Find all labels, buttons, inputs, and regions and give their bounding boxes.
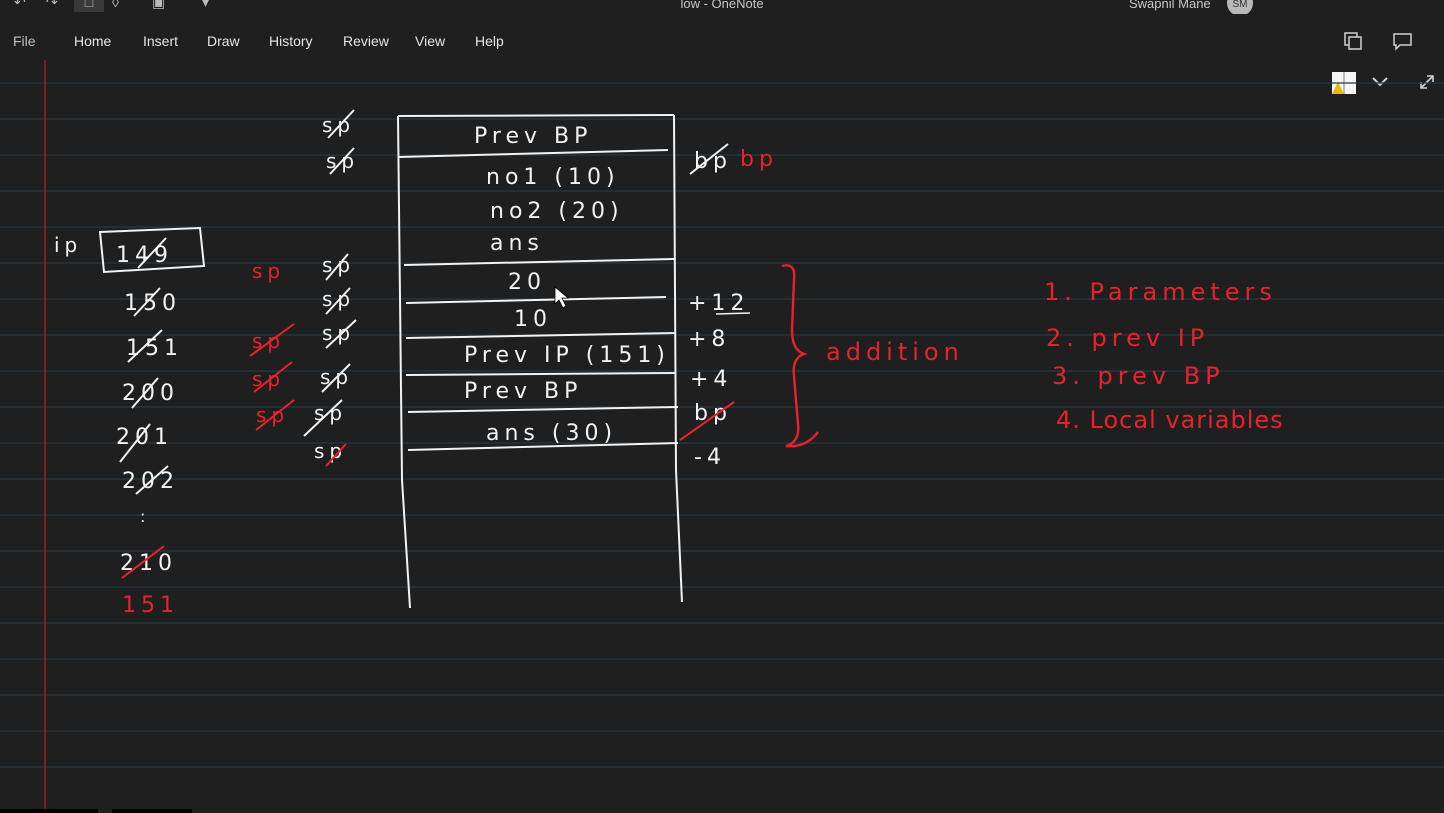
ip-value: 202 — [122, 469, 179, 494]
ip-value: 149 — [116, 243, 173, 268]
ribbon-tabs: File Home Insert Draw History Review Vie… — [0, 24, 1444, 58]
stack-row: Prev IP (151) — [464, 343, 670, 368]
cursor-icon — [554, 286, 570, 309]
ip-value: 200 — [122, 381, 179, 406]
sp-label: sp — [252, 329, 285, 353]
stack-row: Prev BP — [464, 379, 582, 404]
tab-review[interactable]: Review — [343, 33, 389, 49]
order-item: 1. Parameters — [1044, 278, 1277, 306]
chevron-down-icon[interactable] — [1370, 74, 1390, 90]
dock-icon[interactable]: □ — [74, 0, 104, 12]
order-item: 3. prev BP — [1052, 362, 1225, 390]
ip-box — [98, 226, 206, 274]
sp-label: sp — [322, 113, 355, 137]
user-name[interactable]: Swapnil Mane — [1129, 0, 1211, 11]
title-bar: ↶ ↷ □ ◊ ▣ ▾ low - OneNote Swapnil Mane S… — [0, 0, 1444, 14]
tab-draw[interactable]: Draw — [207, 33, 240, 49]
strike — [127, 329, 163, 363]
sp-label: sp — [256, 403, 289, 427]
strike — [137, 237, 167, 269]
undo-icon[interactable]: ↶ — [14, 0, 26, 10]
fullscreen-icon[interactable] — [1417, 72, 1437, 92]
stack-row: ans (30) — [486, 421, 617, 446]
order-item: 2. prev IP — [1046, 324, 1209, 352]
offset-underline — [715, 312, 751, 315]
delete-icon[interactable]: ▣ — [152, 0, 166, 10]
tab-insert[interactable]: Insert — [143, 33, 179, 49]
stack-row: Prev BP — [474, 124, 592, 149]
stack-row: 20 — [508, 270, 546, 295]
strike — [133, 287, 161, 317]
redo-icon[interactable]: ↷ — [46, 0, 58, 10]
tab-history[interactable]: History — [269, 33, 313, 49]
offset-label: +12 — [688, 291, 749, 316]
ip-value: 150 — [124, 291, 181, 316]
ip-value: 151 — [126, 336, 183, 361]
tab-help[interactable]: Help — [475, 33, 504, 49]
strike — [689, 143, 729, 175]
sp-red-column: sp sp sp sp — [249, 259, 295, 431]
brace — [781, 264, 819, 448]
stack-row: ans — [490, 231, 544, 256]
stack-row: no2 (20) — [490, 199, 624, 224]
stack-frame — [397, 114, 683, 609]
offset-label: -4 — [694, 445, 726, 470]
notebooks-icon[interactable] — [1342, 31, 1364, 51]
taskbar-stub — [112, 809, 192, 813]
tab-file[interactable]: File — [13, 33, 36, 49]
ip-value: : — [140, 507, 150, 526]
offset-label: +8 — [688, 327, 730, 352]
sp-label: sp — [252, 259, 285, 283]
sp-label: sp — [314, 439, 347, 463]
bp-label: bp — [740, 147, 778, 172]
ip-value: 201 — [116, 425, 173, 450]
offset-label: +4 — [690, 367, 732, 392]
offset-label: bp — [694, 401, 732, 426]
sp-label: sp — [252, 367, 285, 391]
tab-home[interactable]: Home — [74, 33, 112, 49]
tab-view[interactable]: View — [415, 33, 446, 49]
avatar[interactable]: SM — [1227, 0, 1253, 14]
customize-icon[interactable]: ▾ — [202, 0, 210, 10]
window-title: low - OneNote — [680, 0, 764, 11]
sp-label: sp — [322, 321, 355, 345]
strike — [135, 465, 169, 495]
sp-label: sp — [320, 365, 353, 389]
lasso-icon[interactable]: ◊ — [112, 0, 119, 10]
ip-value: 151 — [122, 593, 179, 618]
strike — [119, 423, 151, 463]
stack-row: no1 (10) — [486, 165, 620, 190]
strike — [131, 377, 159, 409]
sp-white-column: sp sp sp sp sp sp sp sp — [303, 109, 357, 467]
stack-row: 10 — [514, 307, 552, 332]
order-item: 4. Local variables — [1056, 406, 1284, 434]
bp-old-label: bp — [694, 149, 732, 174]
strike — [679, 401, 735, 441]
comments-icon[interactable] — [1392, 31, 1414, 51]
ip-label: ip — [54, 233, 82, 257]
strike — [121, 545, 165, 579]
brace-label: addition — [826, 338, 964, 366]
sp-label: sp — [322, 287, 355, 311]
taskbar-stub — [0, 809, 98, 813]
note-canvas[interactable] — [0, 60, 1444, 813]
ruled-lines — [0, 82, 1444, 768]
